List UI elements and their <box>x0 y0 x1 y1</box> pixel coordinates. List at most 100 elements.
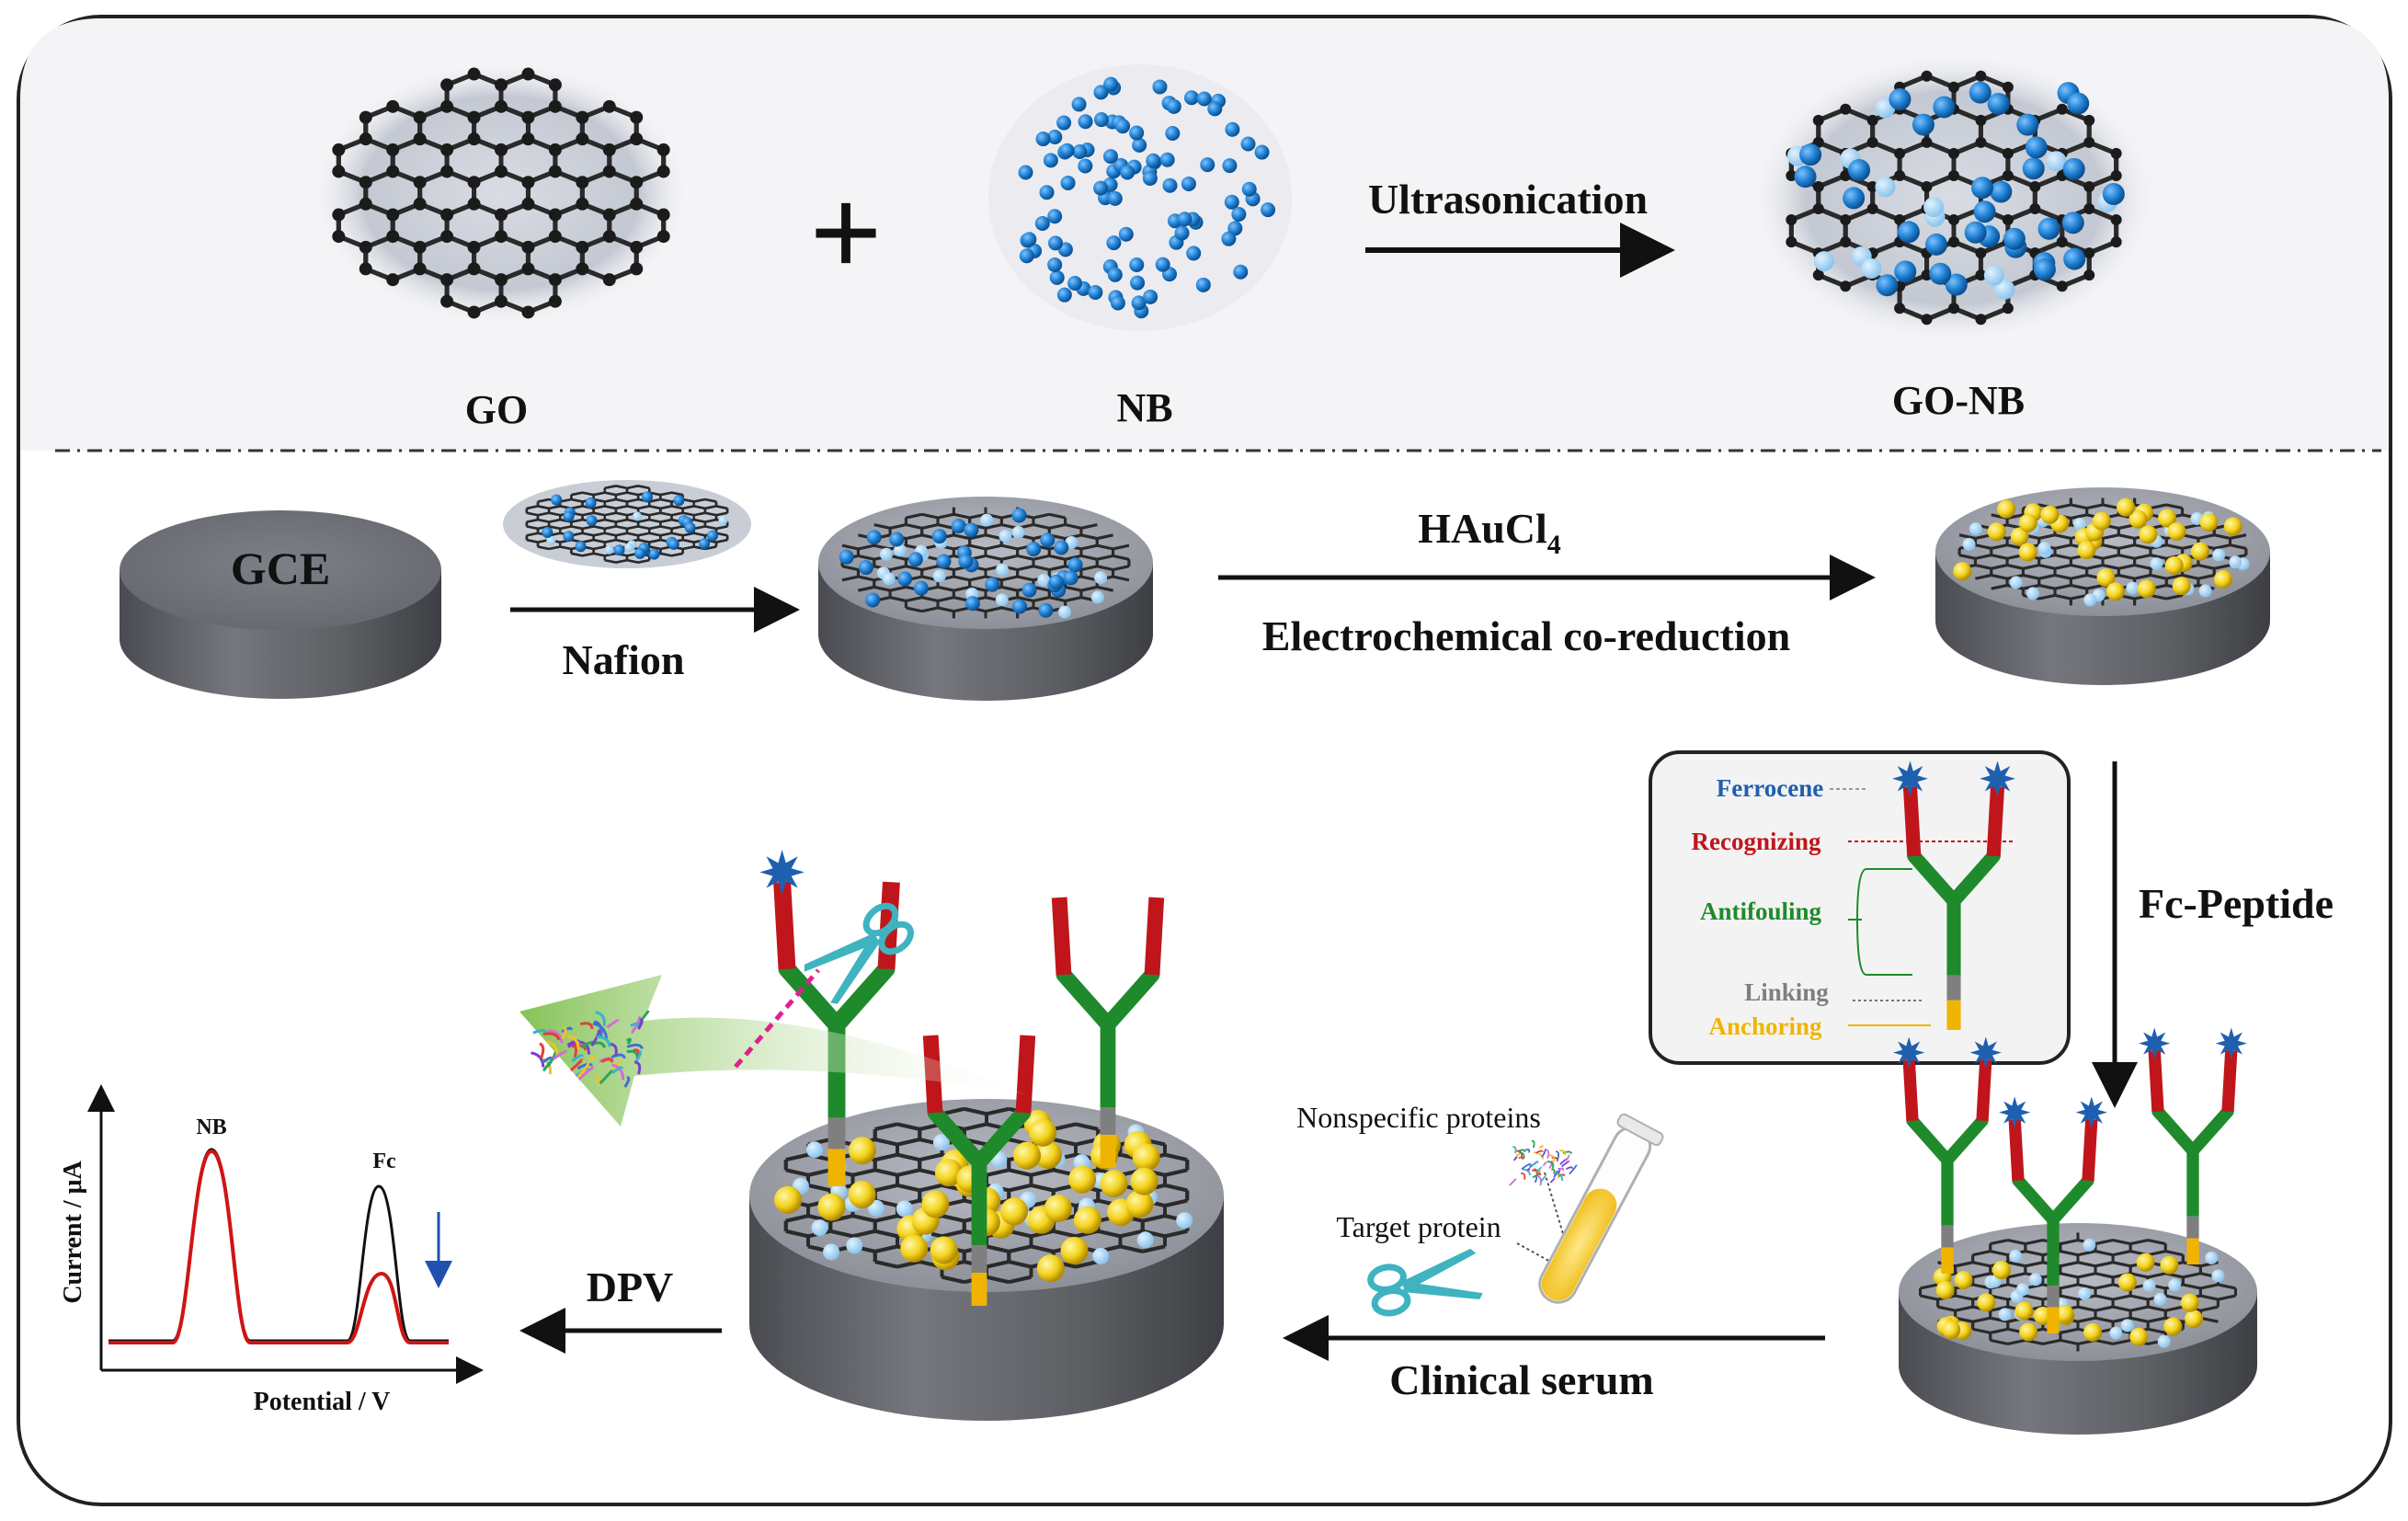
protein-strand <box>1558 1173 1566 1178</box>
gold-nanoparticle <box>2092 511 2111 531</box>
adsorbed-nb-particle <box>604 544 614 555</box>
nb-particle <box>699 538 711 550</box>
protein-strand <box>606 1019 620 1029</box>
cut-line <box>734 968 820 1069</box>
antifouling-arm <box>1100 966 1160 1033</box>
carbon-bond <box>571 525 583 531</box>
clinical-serum-label: Clinical serum <box>1389 1356 1653 1403</box>
carbon-bond <box>2112 1316 2131 1323</box>
nb-particle <box>1876 274 1899 297</box>
carbon-bond <box>1080 533 1098 541</box>
nb-particle <box>1159 152 1175 167</box>
gold-nanoparticle <box>921 1190 950 1218</box>
carbon-bond <box>671 525 683 531</box>
nb-particle <box>1224 194 1239 210</box>
carbon-bond <box>671 532 683 537</box>
carbon-bond <box>593 552 605 557</box>
carbon-bond <box>660 511 672 517</box>
nb-particle <box>897 571 913 587</box>
carbon-bond <box>1991 574 2008 580</box>
carbon-bond <box>2023 574 2040 580</box>
gold-nanoparticle <box>934 1159 963 1187</box>
carbon-bond <box>1920 1294 1938 1301</box>
nb-particle <box>2016 113 2039 136</box>
carbon-atom <box>1812 114 1824 126</box>
carbon-bond <box>2102 543 2119 550</box>
nb-particle <box>1130 275 1146 291</box>
carbon-bond <box>2071 564 2087 570</box>
carbon-bond <box>986 1244 1010 1253</box>
carbon-bond <box>964 1106 987 1116</box>
carbon-bond <box>2134 543 2151 550</box>
carbon-bond <box>2060 1338 2079 1345</box>
dpv-label: DPV <box>587 1264 674 1310</box>
carbon-bond <box>2007 1261 2026 1268</box>
protein-strand <box>547 1028 564 1044</box>
protein-strand <box>588 1055 595 1061</box>
adsorbed-nb-particle <box>2078 1287 2092 1300</box>
carbon-bond <box>593 511 605 517</box>
carbon-bond <box>637 558 650 564</box>
carbon-bond <box>593 525 605 531</box>
protein-strand <box>1512 1156 1518 1161</box>
gold-nanoparticle <box>1068 1165 1097 1194</box>
nb-particle <box>858 560 873 576</box>
carbon-bond <box>2213 564 2231 570</box>
carbon-bond <box>874 1138 898 1147</box>
carbon-atom <box>467 240 481 254</box>
carbon-bond <box>1008 1244 1032 1253</box>
carbon-atom <box>1975 70 1987 82</box>
carbon-bond <box>2077 1283 2096 1290</box>
carbon-bond <box>1031 1244 1055 1253</box>
nb-particle <box>2102 183 2125 206</box>
protein-strand <box>595 1011 606 1026</box>
nb-particle <box>1110 295 1125 311</box>
carbon-bond <box>1017 575 1034 582</box>
carbon-bond <box>807 1168 831 1177</box>
carbon-atom <box>332 230 346 244</box>
carbon-bond <box>785 1229 809 1239</box>
gold-nanoparticle <box>2164 555 2184 575</box>
carbon-bond <box>548 525 561 531</box>
carbon-bond <box>1113 555 1130 561</box>
carbon-bond <box>593 491 605 497</box>
nb-particle <box>1071 97 1087 112</box>
carbon-bond <box>1972 1272 1991 1279</box>
carbon-bond <box>671 552 683 557</box>
nb-particle <box>2025 136 2048 159</box>
carbon-bond <box>2060 1250 2079 1257</box>
carbon-bond <box>937 585 954 592</box>
go-sheet <box>303 55 699 331</box>
carbon-bond <box>785 1214 809 1223</box>
gold-nanoparticle <box>1029 1118 1057 1147</box>
gold-nanoparticle <box>2129 1327 2149 1346</box>
legend-anchoring: Anchoring <box>1708 1012 1822 1040</box>
gold-nanoparticle <box>1953 562 1972 581</box>
nb-particle <box>585 497 597 509</box>
adsorbed-nb-particle <box>1136 1231 1154 1249</box>
protein-strand <box>1558 1167 1565 1172</box>
carbon-atom <box>2110 236 2122 248</box>
carbon-bond <box>1096 585 1113 592</box>
carbon-atom <box>1894 147 1906 159</box>
carbon-bond <box>2077 1305 2096 1312</box>
antifouling-arm <box>2151 1105 2199 1158</box>
antifouling-arm <box>971 1104 1032 1171</box>
protein-strand <box>1569 1164 1578 1175</box>
nb-particle <box>1056 115 1072 131</box>
carbon-bond <box>2094 1283 2114 1290</box>
nb-particle <box>1240 136 1256 152</box>
carbon-bond <box>1113 543 1130 551</box>
protein-strand <box>542 1058 552 1072</box>
carbon-atom <box>495 294 508 308</box>
carbon-atom <box>359 262 372 276</box>
carbon-atom <box>1948 214 1959 226</box>
carbon-bond <box>2060 1272 2079 1279</box>
nb-particle <box>1039 185 1055 200</box>
nb-particle <box>1011 508 1027 523</box>
nb-particle <box>1990 180 2013 203</box>
carbon-atom <box>2083 269 2095 281</box>
carbon-bond <box>1017 565 1034 571</box>
carbon-bond <box>660 518 672 523</box>
